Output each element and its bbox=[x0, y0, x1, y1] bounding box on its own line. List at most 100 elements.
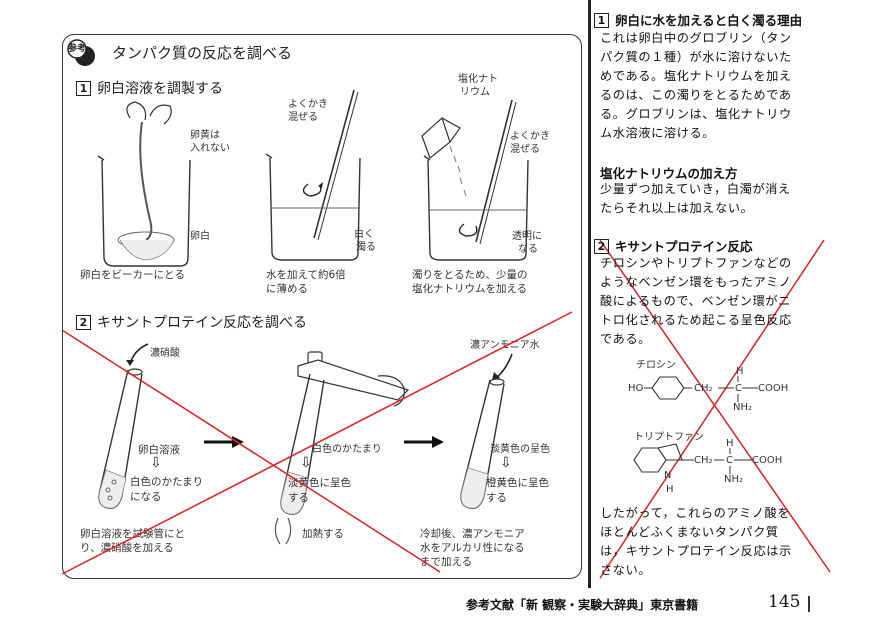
tyrosine-cooh: COOH bbox=[758, 383, 789, 394]
note3-line: ようなベンゼン環をもったアミノ bbox=[600, 275, 792, 289]
down-arrow-icon-2: ⇩ bbox=[300, 455, 312, 471]
caption-step5: 加熱する bbox=[302, 528, 344, 540]
label-orange-yellow-1: 橙黄色に呈色 bbox=[486, 477, 549, 489]
tryptophan-ch2: CH₂ bbox=[694, 455, 713, 466]
page-edge-mark bbox=[808, 596, 810, 612]
label-stir3-1: よくかき bbox=[510, 131, 550, 142]
label-white-1: 白く bbox=[354, 229, 374, 240]
label-eggwhite-solution: 卵白溶液 bbox=[138, 444, 180, 456]
tryptophan-ring-icon bbox=[633, 443, 694, 473]
note3-title: キサントプロテイン反応 bbox=[615, 239, 753, 254]
label-white-2: 濁る bbox=[356, 242, 376, 253]
tryptophan-name: トリプトファン bbox=[634, 432, 704, 443]
badge-char-1: 参考 bbox=[68, 44, 87, 54]
note3-line: 酸によるもので、ベンゼン環がニ bbox=[600, 294, 791, 308]
label-nacl-2: リウム bbox=[460, 87, 490, 98]
tyrosine-ch2: CH₂ bbox=[694, 383, 713, 394]
label-nitric-acid: 濃硝酸 bbox=[150, 348, 180, 359]
note1-line: パク質の１種）が水に溶けないた bbox=[600, 50, 792, 64]
caption-step4-line2: り、濃硝酸を加える bbox=[80, 542, 174, 554]
label-orange-yellow-2: する bbox=[486, 492, 507, 504]
label-stir-2: 混ぜる bbox=[288, 112, 318, 123]
label-white-lump-2: になる bbox=[130, 491, 162, 503]
caption-step1: 卵白をビーカーにとる bbox=[80, 269, 185, 281]
label-pale-yellow-color: 淡黄色の呈色 bbox=[490, 444, 550, 455]
caption-step3-line2: 塩化ナトリウムを加える bbox=[412, 283, 528, 295]
tryptophan-n: N bbox=[664, 470, 672, 481]
note2-line: たらそれ以上は加えない。 bbox=[600, 201, 754, 215]
caption-step2-line2: に薄める bbox=[266, 283, 308, 295]
label-white-lump-heated: 白色のかたまり bbox=[312, 444, 382, 455]
tyrosine-nh2: NH₂ bbox=[733, 402, 753, 413]
page-number: 145 bbox=[768, 592, 801, 612]
tryptophan-nh: H bbox=[666, 484, 674, 495]
section2-header: 2 キサントプロテイン反応を調べる bbox=[76, 312, 307, 332]
note2-line: 少量ずつ加えていき，白濁が消え bbox=[600, 182, 791, 196]
conclusion-line: は，キサントプロテイン反応は示 bbox=[600, 544, 792, 558]
note3-conclusion: したがって，これらのアミノ酸を ほとんどふくまないタンパク質 は，キサントプロテ… bbox=[600, 504, 792, 580]
reference-citation: 参考文献「新 観察・実験大辞典」東京書籍 bbox=[466, 598, 699, 612]
section1-number: 1 bbox=[76, 81, 91, 96]
note3-line: トロ化されるため起こる呈色反応 bbox=[600, 313, 792, 327]
conclusion-line: ほとんどふくまないタンパク質 bbox=[600, 525, 779, 539]
tryptophan-h: H bbox=[726, 438, 734, 449]
conclusion-line: さない。 bbox=[600, 563, 652, 577]
caption-step6-line2: 水をアルカリ性になる bbox=[420, 542, 525, 554]
conclusion-line: したがって，これらのアミノ酸を bbox=[600, 506, 791, 520]
panel-title: タンパク質の反応を調べる bbox=[112, 44, 293, 62]
column-divider bbox=[588, 0, 591, 588]
note1-line: これは卵白中のグロブリン（タン bbox=[600, 31, 792, 45]
tyrosine-bonds bbox=[718, 376, 758, 402]
note1-number: 1 bbox=[594, 13, 609, 28]
label-stir3-2: 混ぜる bbox=[510, 144, 540, 155]
note2-body: 少量ずつ加えていき，白濁が消え たらそれ以上は加えない。 bbox=[600, 180, 791, 218]
label-ammonia: 濃アンモニア水 bbox=[470, 340, 540, 351]
tryptophan-c: C bbox=[726, 455, 733, 466]
note1-line: めである。塩化ナトリウムを加え bbox=[600, 69, 792, 83]
note1-line: るのは、この濁りをとるためであ bbox=[600, 88, 792, 102]
down-arrow-icon: ⇩ bbox=[150, 455, 162, 471]
note1-line: る。グロブリンは、塩化ナトリウ bbox=[600, 107, 792, 121]
label-clear-1: 透明に bbox=[512, 231, 542, 242]
down-arrow-icon-3: ⇩ bbox=[500, 455, 512, 471]
tyrosine-name: チロシン bbox=[636, 360, 676, 371]
caption-step6-line1: 冷却後、濃アンモニア bbox=[420, 528, 525, 540]
note1-line: ム水溶液に溶ける。 bbox=[600, 126, 716, 140]
label-nacl-1: 塩化ナト bbox=[458, 74, 498, 85]
caption-step6-line3: まで加える bbox=[420, 556, 473, 568]
beaker-2-illustration bbox=[265, 89, 361, 261]
tryptophan-bonds bbox=[714, 448, 752, 474]
experiment-panel bbox=[62, 34, 582, 579]
beaker-1-illustration bbox=[97, 101, 191, 267]
label-pale-yellow-2: する bbox=[288, 492, 309, 504]
beaker-3-illustration bbox=[421, 99, 529, 261]
section2-title: キサントプロテイン反応を調べる bbox=[97, 315, 307, 331]
note3-line: である。 bbox=[600, 332, 652, 346]
tryptophan-cooh: COOH bbox=[752, 455, 783, 466]
test-tube-1-illustration bbox=[98, 343, 149, 509]
label-yolk-1: 卵黄は bbox=[190, 130, 220, 141]
tyrosine-ho: HO bbox=[628, 383, 644, 394]
note3-body: チロシンやトリプトファンなどの ようなベンゼン環をもったアミノ 酸によるもので、… bbox=[600, 254, 792, 349]
tyrosine-c: C bbox=[735, 383, 742, 394]
reference-badge bbox=[67, 39, 95, 66]
right-arrow-2-icon bbox=[404, 436, 444, 448]
label-white-lump-1: 白色のかたまり bbox=[130, 476, 204, 488]
caption-step2-line1: 水を加えて約6倍 bbox=[266, 269, 346, 281]
caption-step4-line1: 卵白溶液を試験管にと bbox=[80, 528, 185, 540]
note2-title: 塩化ナトリウムの加え方 bbox=[600, 166, 738, 181]
label-pale-yellow-1: 淡黄色に呈色 bbox=[288, 477, 351, 489]
label-eggwhite: 卵白 bbox=[190, 231, 210, 242]
tyrosine-h: H bbox=[736, 366, 744, 377]
note1-body: これは卵白中のグロブリン（タン パク質の１種）が水に溶けないた めである。塩化ナ… bbox=[600, 29, 792, 143]
tyrosine-ring-icon bbox=[644, 376, 692, 400]
section1-title: 卵白溶液を調製する bbox=[97, 81, 223, 97]
note3-line: チロシンやトリプトファンなどの bbox=[600, 256, 792, 270]
section1-header: 1 卵白溶液を調製する bbox=[76, 78, 223, 98]
section2-number: 2 bbox=[76, 315, 91, 330]
label-yolk-2: 入れない bbox=[190, 143, 230, 154]
label-stir-1: よくかき bbox=[288, 99, 328, 110]
